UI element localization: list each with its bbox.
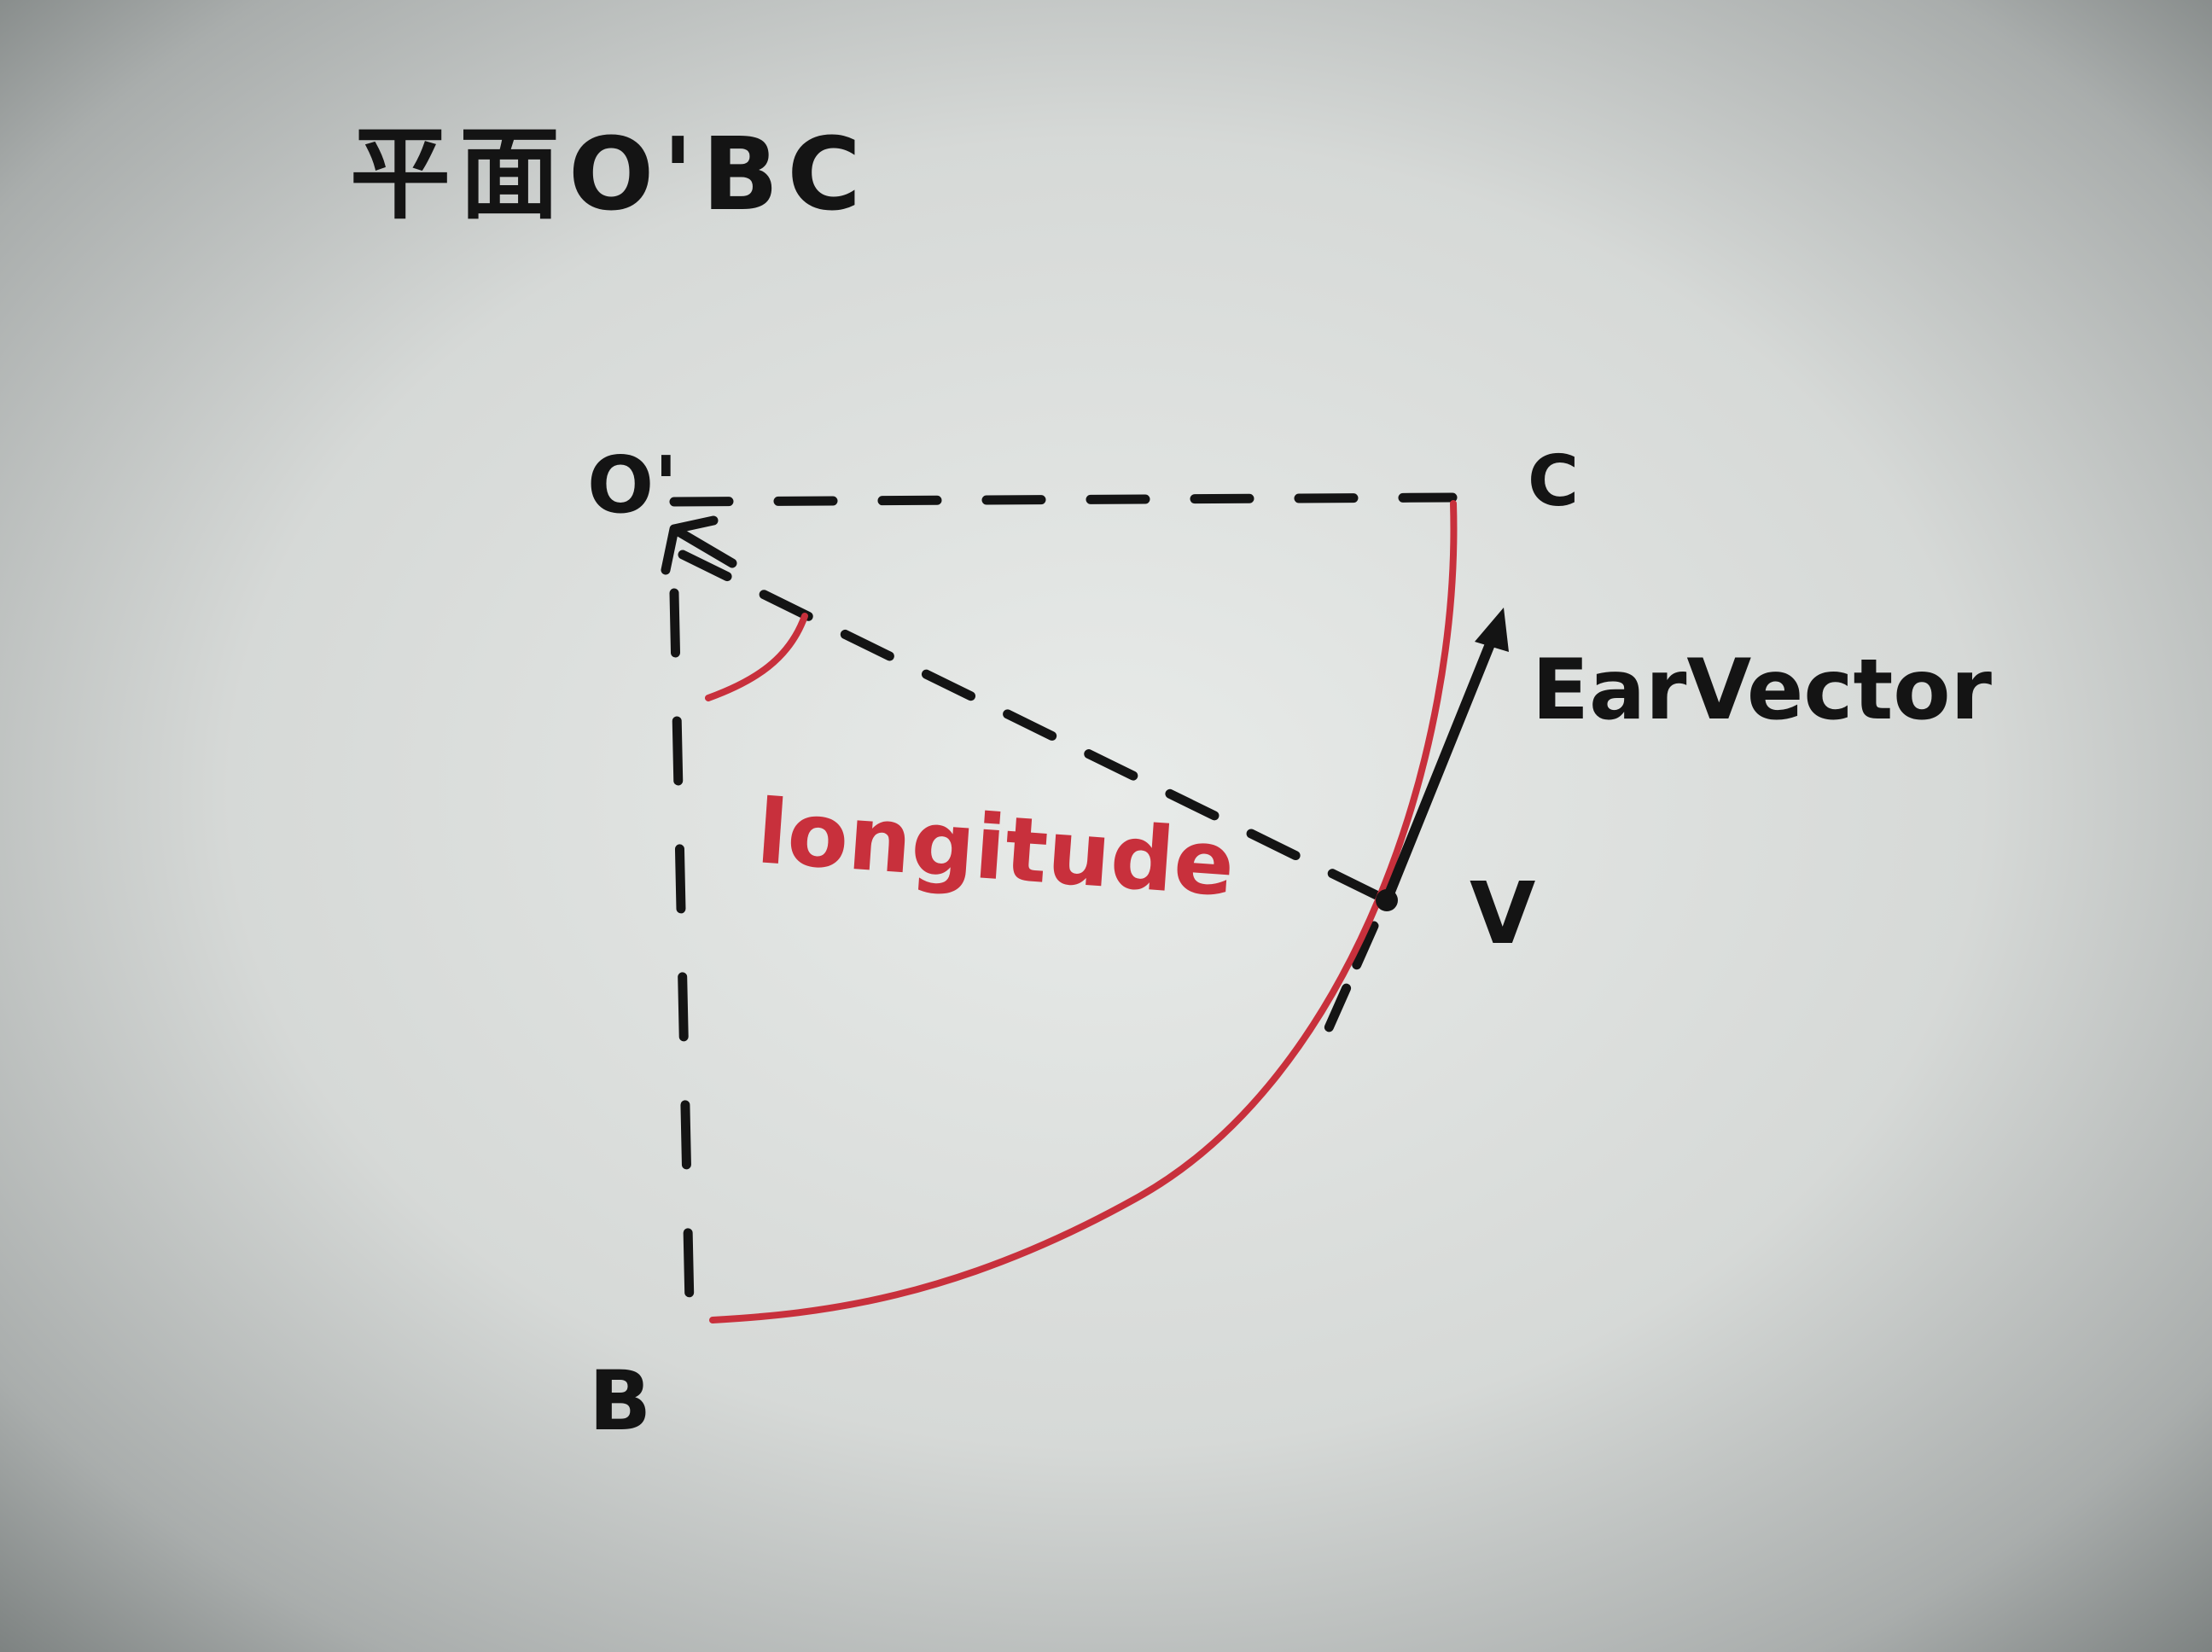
ear-vector-label: EarVector	[1532, 642, 1993, 739]
label-v: V	[1470, 864, 1535, 963]
arrowhead-at-o-prime	[661, 515, 737, 575]
dashed-line-v-extension	[1316, 921, 1379, 1050]
ear-vector-arrow-shaft	[1382, 631, 1499, 905]
label-o-prime: O'	[587, 439, 678, 531]
label-c: C	[1528, 441, 1579, 522]
label-b: B	[589, 1353, 651, 1449]
ear-vector-arrowhead	[1475, 608, 1509, 652]
point-v-dot	[1376, 889, 1398, 911]
plane-heading: 平面O'BC	[350, 115, 870, 233]
red-angle-arc	[705, 613, 808, 701]
red-arc-c-to-b	[709, 500, 1458, 1323]
dashed-line-o-v	[678, 550, 1392, 905]
dashed-line-o-c	[669, 492, 1458, 507]
